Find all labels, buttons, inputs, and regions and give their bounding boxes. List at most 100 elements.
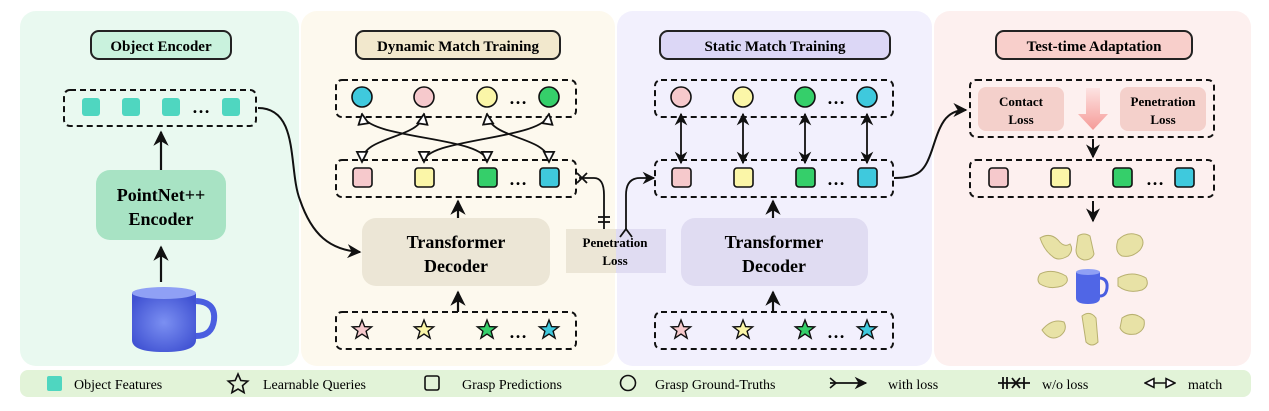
legend-without-loss-label: w/o loss — [1042, 378, 1088, 393]
hand-top-left-icon — [1039, 234, 1073, 260]
static-query-star-yellow — [731, 318, 755, 340]
static-gt-green — [794, 86, 816, 108]
static-query-star-green — [793, 318, 817, 340]
without-loss-cross-mark — [576, 172, 588, 184]
dynamic-without-loss-path — [579, 177, 605, 229]
test-time-losses-container — [969, 79, 1215, 138]
penetration-loss-box-right — [616, 229, 666, 273]
grasp-results-illustration — [1037, 233, 1148, 346]
static-gt-pink — [670, 86, 692, 108]
object-encoder-title-box — [90, 30, 232, 60]
legend-square-icon — [424, 375, 440, 391]
static-query-star-cyan — [855, 318, 879, 340]
test-time-title-box — [995, 30, 1193, 60]
hand-mid-right-icon — [1117, 273, 1148, 292]
dynamic-pred-pink — [352, 167, 373, 188]
with-loss-tail — [619, 227, 633, 238]
static-predictions-container — [654, 159, 894, 198]
test-time-title: Test-time Adaptation — [1027, 39, 1163, 55]
static-pred-yellow — [733, 167, 754, 188]
dynamic-queries-ellipsis: … — [509, 322, 527, 342]
object-feature-4 — [222, 98, 240, 116]
penetration-loss-box-test — [1120, 87, 1206, 131]
object-feature-3 — [162, 98, 180, 116]
dynamic-gt-green — [538, 86, 560, 108]
static-pred-cyan — [857, 167, 878, 188]
legend-match-label: match — [1188, 378, 1222, 393]
object-feature-1 — [82, 98, 100, 116]
object-features-ellipsis: … — [192, 97, 210, 117]
point-cloud-mug-icon — [132, 287, 218, 352]
contact-loss-line1: Contact — [999, 94, 1044, 109]
dynamic-query-star-cyan — [537, 318, 561, 340]
test-pred-yellow — [1050, 167, 1071, 188]
static-gt-ellipsis: … — [827, 88, 845, 108]
test-penetration-loss-line2: Loss — [1150, 112, 1175, 127]
hand-mid-left-icon — [1037, 270, 1068, 289]
penetration-loss-box-left — [566, 229, 616, 273]
dynamic-predictions-container — [335, 159, 577, 198]
static-decoder-line1: Transformer — [725, 232, 824, 252]
dynamic-gt-ellipsis: … — [509, 88, 527, 108]
dynamic-decoder-line2: Decoder — [424, 256, 488, 276]
dynamic-match-title-box — [355, 30, 561, 60]
dynamic-match-title: Dynamic Match Training — [377, 39, 539, 55]
dynamic-gt-cyan — [351, 86, 373, 108]
dynamic-query-star-yellow — [412, 318, 436, 340]
object-feature-2 — [122, 98, 140, 116]
static-match-arrows — [674, 112, 874, 165]
test-penetration-loss-line1: Penetration — [1131, 94, 1197, 109]
penetration-loss-line2: Loss — [602, 253, 627, 268]
test-pred-pink — [988, 167, 1009, 188]
contact-loss-line2: Loss — [1008, 112, 1033, 127]
legend-grasp-ground-truths-label: Grasp Ground-Truths — [655, 378, 775, 393]
static-pred-pink — [671, 167, 692, 188]
test-predictions-container — [969, 159, 1215, 198]
dynamic-query-star-pink — [350, 318, 374, 340]
pointnet-encoder-line1: PointNet++ — [117, 185, 206, 205]
pointnet-encoder-line2: Encoder — [129, 209, 194, 229]
legend-without-loss-icon — [998, 377, 1030, 389]
dynamic-pred-ellipsis: … — [509, 169, 527, 189]
loss-gradient-arrow-icon — [1078, 88, 1108, 130]
static-pred-ellipsis: … — [827, 169, 845, 189]
test-pred-green — [1112, 167, 1133, 188]
hand-bottom-right-icon — [1119, 314, 1145, 335]
static-match-title: Static Match Training — [704, 39, 846, 55]
test-time-panel — [934, 11, 1251, 366]
dynamic-queries — [350, 318, 561, 340]
legend-circle-icon — [619, 374, 637, 392]
dynamic-transformer-decoder-box — [362, 218, 550, 286]
pointnet-encoder-box — [96, 170, 226, 240]
dynamic-decoder-line1: Transformer — [407, 232, 506, 252]
test-pred-ellipsis: … — [1146, 169, 1164, 189]
static-gt-cyan — [856, 86, 878, 108]
legend-with-loss-tail-icon — [829, 377, 838, 389]
dynamic-pred-green — [477, 167, 498, 188]
contact-loss-box — [978, 87, 1064, 131]
dynamic-gt-yellow — [476, 86, 498, 108]
static-to-test-time-arrow — [893, 103, 968, 179]
legend-grasp-predictions-label: Grasp Predictions — [462, 378, 562, 393]
dynamic-query-star-green — [475, 318, 499, 340]
hand-top-right-icon — [1116, 233, 1144, 257]
legend-object-features-label: Object Features — [74, 378, 162, 393]
dynamic-queries-container — [335, 311, 577, 350]
dynamic-gt-pink — [413, 86, 435, 108]
static-queries — [669, 318, 879, 340]
hand-top-center-icon — [1075, 233, 1095, 261]
static-match-title-box — [659, 30, 891, 60]
features-to-dynamic-decoder-arrow — [257, 107, 362, 259]
static-query-star-pink — [669, 318, 693, 340]
static-gt-yellow — [732, 86, 754, 108]
static-transformer-decoder-box — [681, 218, 868, 286]
object-encoder-title: Object Encoder — [110, 39, 212, 55]
hand-bottom-left-icon — [1041, 320, 1066, 339]
test-pred-cyan — [1174, 167, 1195, 188]
legend-object-features-swatch — [47, 376, 62, 391]
dynamic-pred-cyan — [539, 167, 560, 188]
static-queries-ellipsis: … — [827, 322, 845, 342]
static-queries-container — [654, 311, 894, 350]
small-mug-icon — [1076, 269, 1109, 304]
